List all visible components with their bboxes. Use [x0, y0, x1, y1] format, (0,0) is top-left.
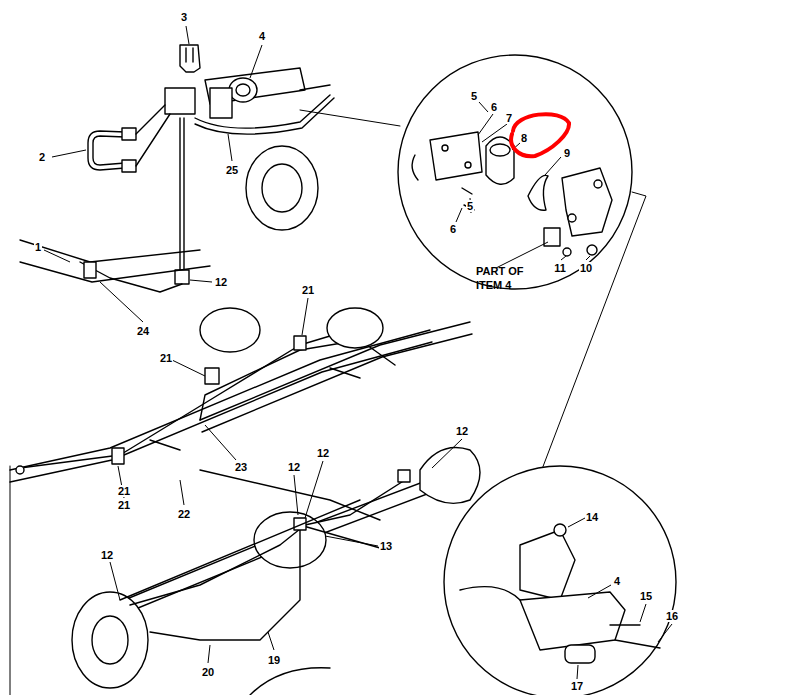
valve: [565, 645, 595, 663]
clip: [180, 45, 200, 72]
tube: [88, 131, 125, 170]
callout-number: 19: [267, 654, 281, 666]
callout-number: 24: [136, 325, 150, 337]
line-art: [10, 45, 676, 695]
brake-line: [130, 480, 405, 605]
callout-number: 17: [570, 680, 584, 692]
callout-number: 14: [585, 511, 599, 523]
bracket: [520, 530, 575, 600]
callout-number: 10: [579, 262, 593, 274]
drum: [200, 308, 260, 352]
bracket: [520, 592, 625, 650]
callout-number: 2: [38, 151, 46, 163]
frame: [20, 240, 210, 282]
callout-number: 21: [117, 485, 131, 497]
callout-number: 12: [214, 276, 228, 288]
callout-number: 9: [563, 147, 571, 159]
callout-number: 13: [379, 540, 393, 552]
part-note: PART OF ITEM 4: [475, 264, 543, 292]
callout-number: 6: [490, 101, 498, 113]
drum: [327, 308, 383, 348]
callout-number: 5: [470, 90, 478, 102]
callout-number: 12: [316, 447, 330, 459]
callout-number: 15: [639, 590, 653, 602]
valve-body: [210, 88, 232, 118]
drum: [246, 146, 318, 230]
brake-line: [20, 330, 350, 468]
callout-number: 4: [613, 575, 621, 587]
spring: [200, 470, 380, 520]
callout-number: 16: [665, 610, 679, 622]
detail-circle: [398, 55, 632, 289]
detail-circle: [444, 466, 676, 695]
spring-clip: [528, 175, 548, 210]
callout-number: 6: [449, 223, 457, 235]
callout-number: 5: [466, 200, 474, 212]
callout-number: 12: [455, 425, 469, 437]
drum: [420, 448, 480, 504]
callout-number: 21: [301, 284, 315, 296]
drum: [72, 592, 148, 688]
callout-number: 23: [234, 461, 248, 473]
valve-block: [165, 88, 195, 114]
callout-number: 4: [258, 30, 266, 42]
callout-number: 8: [520, 132, 528, 144]
callout-number: 25: [225, 164, 239, 176]
brake-line: [179, 118, 180, 270]
callout-number: 12: [100, 549, 114, 561]
plate: [430, 132, 482, 180]
bracket: [562, 168, 612, 236]
highlight-loop: [511, 114, 569, 156]
callout-number: 3: [180, 11, 188, 23]
callout-number: 22: [177, 508, 191, 520]
callout-number: 11: [553, 262, 567, 274]
leader-lines: [44, 26, 672, 679]
callout-number: 1: [34, 241, 42, 253]
callout-number: 21: [159, 352, 173, 364]
axle: [100, 468, 460, 610]
callout-number: 21: [117, 499, 131, 511]
callout-number: 7: [505, 112, 513, 124]
callout-number: 12: [287, 461, 301, 473]
callout-number: 20: [201, 666, 215, 678]
